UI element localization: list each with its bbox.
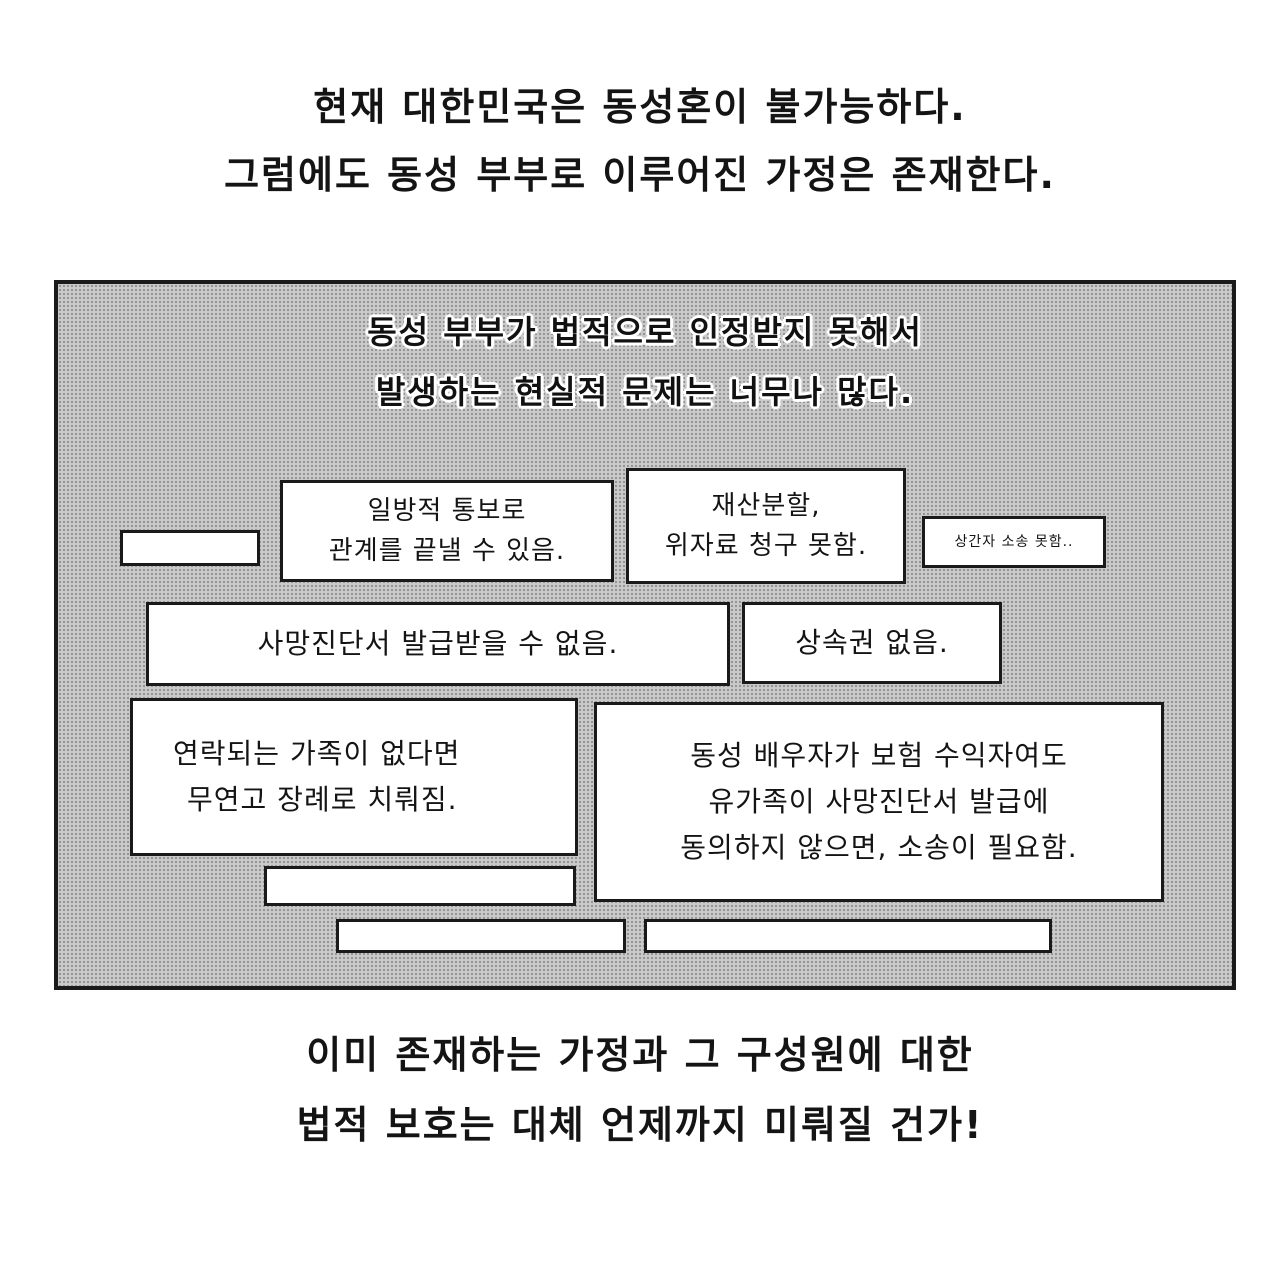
- funeral-line: 연락되는 가족이 없다면: [173, 737, 461, 770]
- blank-box: [264, 866, 576, 906]
- blank-box: [120, 530, 260, 566]
- intro-line-2: 그럼에도 동성 부부로 이루어진 가정은 존재한다.: [224, 153, 1056, 197]
- death-certificate-line: 사망진단서 발급받을 수 없음.: [257, 627, 619, 660]
- panel-heading-line-1: 동성 부부가 법적으로 인정받지 못해서: [367, 313, 923, 351]
- insurance-box: 동성 배우자가 보험 수익자여도 유가족이 사망진단서 발급에 동의하지 않으면…: [594, 702, 1164, 902]
- adultery-suit-box: 상간자 소송 못함..: [922, 516, 1106, 568]
- funeral-box: 연락되는 가족이 없다면 무연고 장례로 치뤄짐.: [130, 698, 578, 856]
- blank-box: [336, 919, 626, 953]
- panel-heading-line-2: 발생하는 현실적 문제는 너무나 많다.: [375, 373, 915, 411]
- insurance-line: 유가족이 사망진단서 발급에: [708, 785, 1050, 818]
- property-line: 재산분할,: [711, 491, 821, 521]
- insurance-line: 동성 배우자가 보험 수익자여도: [690, 739, 1068, 772]
- breakup-line: 관계를 끝낼 수 있음.: [328, 536, 566, 566]
- intro-line-1: 현재 대한민국은 동성혼이 불가능하다.: [313, 85, 967, 129]
- inheritance-box: 상속권 없음.: [742, 602, 1002, 684]
- death-certificate-box: 사망진단서 발급받을 수 없음.: [146, 602, 730, 686]
- property-division-box: 재산분할, 위자료 청구 못함.: [626, 468, 906, 584]
- inheritance-line: 상속권 없음.: [795, 626, 949, 659]
- property-line: 위자료 청구 못함.: [664, 531, 868, 561]
- adultery-line: 상간자 소송 못함..: [954, 534, 1074, 550]
- breakup-line: 일방적 통보로: [367, 496, 527, 526]
- outro-line-1: 이미 존재하는 가정과 그 구성원에 대한: [306, 1033, 974, 1077]
- outro-line-2: 법적 보호는 대체 언제까지 미뤄질 건가!: [296, 1103, 984, 1147]
- blank-box: [644, 919, 1052, 953]
- problems-panel: 동성 부부가 법적으로 인정받지 못해서 발생하는 현실적 문제는 너무나 많다…: [54, 280, 1236, 990]
- breakup-box: 일방적 통보로 관계를 끝낼 수 있음.: [280, 480, 614, 582]
- insurance-line: 동의하지 않으면, 소송이 필요함.: [680, 831, 1078, 864]
- funeral-line: 무연고 장례로 치뤄짐.: [187, 783, 458, 816]
